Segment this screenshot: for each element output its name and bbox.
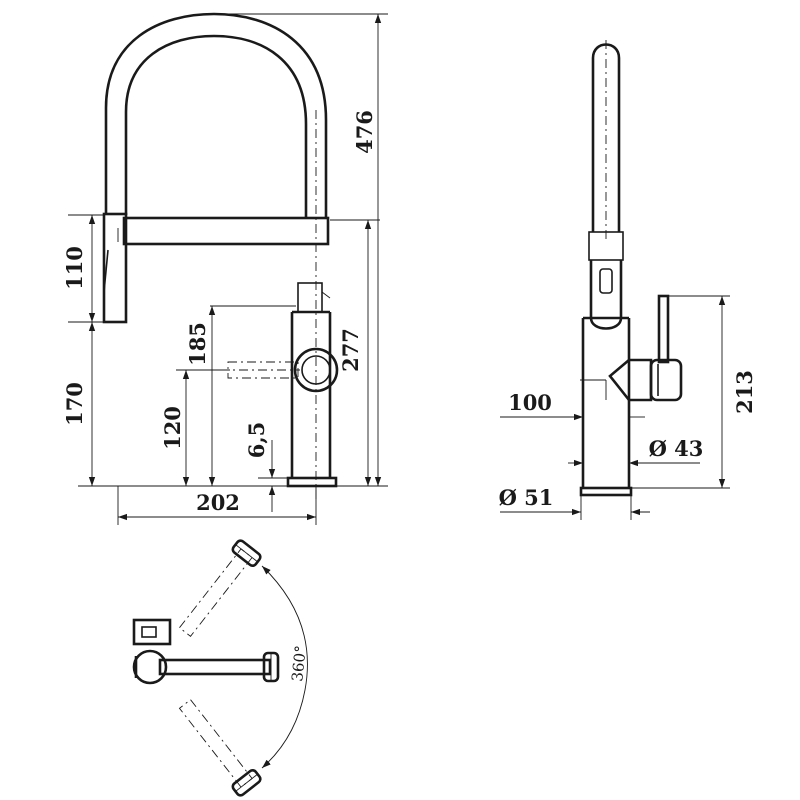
top-handle-block: [132, 618, 172, 646]
dim-lever-axis-height: 120: [160, 406, 185, 450]
base-plate: [286, 476, 338, 488]
dim-body-diameter: Ø 43: [649, 436, 704, 461]
spout-arch-inner: [124, 34, 308, 218]
dim-lever-height: 185: [185, 322, 210, 366]
side-lever-housing: [608, 358, 653, 402]
dim-hose-length: 110: [62, 246, 87, 290]
dim-reach: 202: [196, 490, 240, 515]
dim-height-total: 476: [352, 110, 377, 154]
side-handle: [657, 294, 670, 364]
dim-base-diameter: Ø 51: [499, 485, 554, 510]
dim-rotation: 360°: [288, 645, 310, 683]
front-extension-lines: [68, 13, 388, 525]
top-view: [132, 539, 308, 797]
side-base: [579, 486, 633, 497]
rotation-arc: [261, 565, 308, 769]
front-dimension-lines: [88, 14, 382, 521]
dim-spray-height: 170: [62, 382, 87, 426]
front-view: [102, 12, 339, 500]
spout-arch-outer: [104, 12, 328, 218]
dim-handle-height: 213: [732, 370, 757, 414]
dim-height-spout: 277: [338, 328, 363, 372]
spout-bar: [122, 216, 330, 246]
top-spout-center: [158, 658, 272, 676]
side-view: [579, 40, 683, 497]
dim-lever-offset: 100: [508, 390, 552, 415]
faucet-body: [290, 310, 332, 478]
side-body: [581, 316, 631, 488]
side-dimension-lines: [500, 295, 730, 520]
dim-base-thickness: 6,5: [244, 422, 269, 459]
